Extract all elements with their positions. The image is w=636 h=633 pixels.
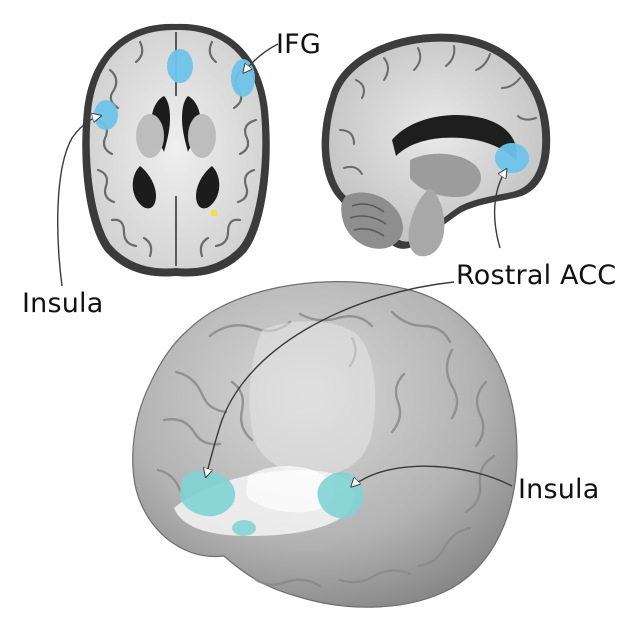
activation-ifg-midline xyxy=(167,49,193,83)
sagittal-cerebellum xyxy=(341,192,403,249)
sagittal-corpus-callosum xyxy=(392,114,517,160)
axial-brain-slice xyxy=(82,23,270,277)
axial-posterior-horn-left xyxy=(132,166,156,209)
axial-posterior-horn-right xyxy=(196,166,220,209)
brain3d-medial-window xyxy=(249,321,376,475)
sagittal-thalamus xyxy=(410,153,481,198)
activation-insula-axial xyxy=(94,100,118,130)
activation-rostral-acc-3d xyxy=(180,470,236,517)
axial-tissue xyxy=(89,29,263,269)
insula-axial-label: Insula xyxy=(22,288,104,319)
leader-insula-axial xyxy=(57,116,100,287)
leader-rostral-acc-3d xyxy=(206,281,455,476)
activation-small-yellow xyxy=(211,210,217,216)
leader-lines xyxy=(57,43,513,486)
sagittal-tissue xyxy=(329,41,543,242)
axial-basal-ganglia-right xyxy=(188,114,216,158)
leader-rostral-acc-sagittal xyxy=(493,170,506,249)
rostral-acc-label: Rostral ACC xyxy=(456,260,617,291)
sagittal-cerebellum-folia xyxy=(349,203,387,237)
leader-insula-3d xyxy=(352,465,513,486)
sagittal-gyri xyxy=(339,45,537,175)
brain3d-thalamus-region xyxy=(246,465,336,513)
activation-ifg-right xyxy=(231,59,255,97)
axial-basal-ganglia-left xyxy=(136,114,164,158)
sagittal-brainstem xyxy=(408,188,445,257)
3d-brain-render xyxy=(132,281,518,608)
activation-small-3d xyxy=(232,520,256,536)
insula-3d-label: Insula xyxy=(518,474,600,505)
leader-ifg xyxy=(244,43,279,72)
sagittal-brain-slice xyxy=(321,33,551,257)
activation-rostral-acc-sagittal xyxy=(495,143,529,173)
ifg-label: IFG xyxy=(276,29,322,60)
